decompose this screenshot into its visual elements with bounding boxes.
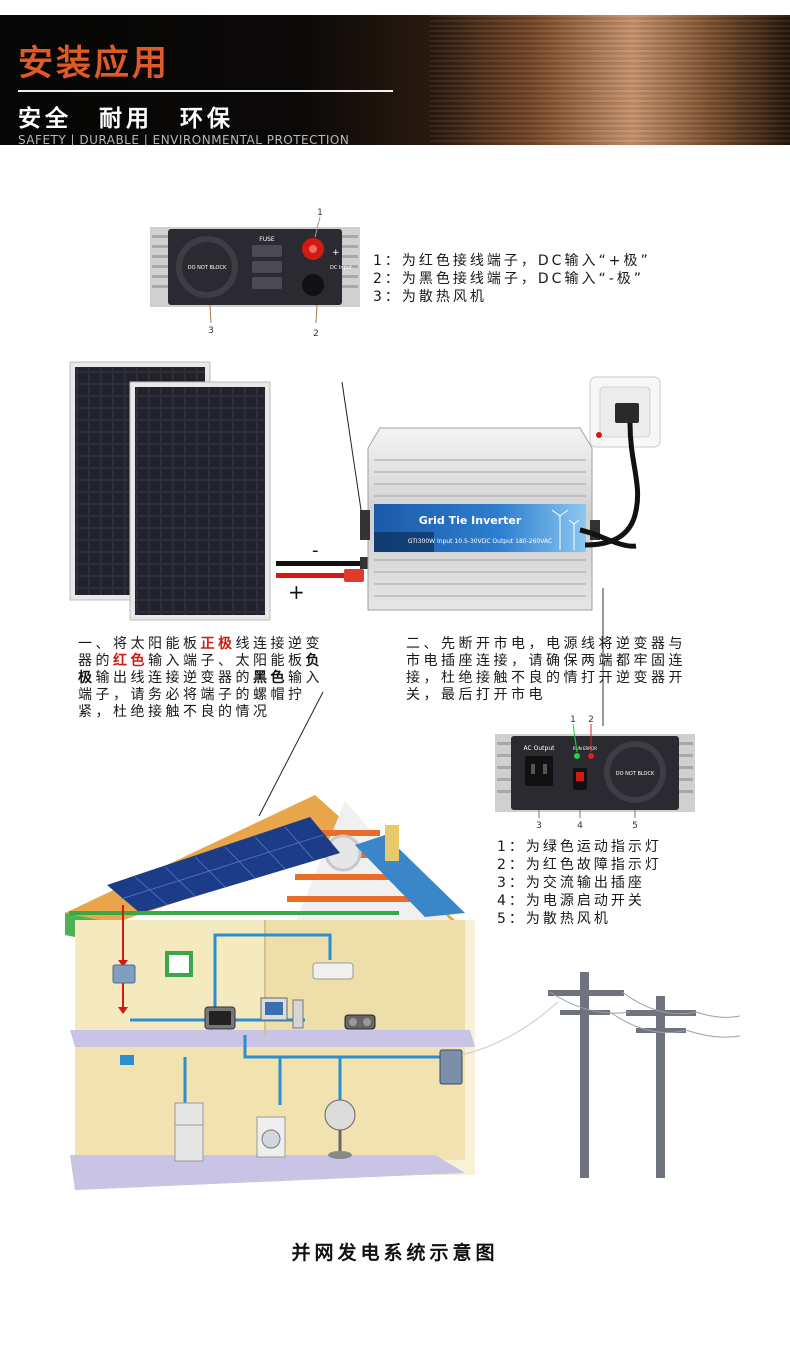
inverter-illustration: Grid Tie Inverter GTI300W Input 10.5-30V… (360, 427, 600, 611)
grid-connection-line (461, 1001, 559, 1056)
middle-floor-slab (70, 1030, 475, 1047)
solar-panels-illustration (69, 361, 271, 621)
plus-sign: + (288, 580, 305, 604)
callout-2: 2 (313, 329, 319, 339)
page-title: 安装应用 (18, 44, 171, 84)
step-one-text: 一、将太阳能板正极线连接逆变器的红色输入端子、太阳能板负极输出线连接逆变器的黑色… (78, 636, 323, 720)
title-divider (18, 90, 393, 92)
callout-5: 5 (632, 821, 638, 831)
ac-output-label: AC Output (524, 745, 556, 752)
do-not-block-label: DO NOT BLOCK (188, 265, 227, 271)
fuse-slot (252, 261, 282, 273)
note-line: 3：为交流输出插座 (497, 875, 645, 891)
callout-2: 2 (588, 715, 594, 725)
note-line: 4：为电源启动开关 (497, 893, 645, 909)
dc-input-panel-illustration: DO NOT BLOCK FUSE + DC Input 1 2 3 (150, 208, 360, 339)
fan-icon (604, 741, 666, 803)
roof-leader-line (258, 691, 324, 817)
plug-icon (615, 403, 639, 423)
fuse-slot (252, 245, 282, 257)
leader-line (341, 381, 365, 531)
chimney (385, 825, 399, 861)
note-line: 1：为红色接线端子，DC输入“+极” (373, 253, 651, 269)
electricity-meter-icon (439, 1049, 463, 1085)
wall-socket-illustration (584, 376, 661, 548)
page-subtitle: 安全 耐用 环保 (18, 106, 234, 132)
minus-sign: - (312, 540, 319, 561)
note-line: 5：为散热风机 (497, 911, 611, 927)
red-connector (344, 569, 364, 582)
ac-socket-icon (525, 756, 553, 786)
inverter-output-cable (579, 527, 637, 549)
inverter-icon (112, 964, 136, 984)
panel-fins (152, 235, 358, 288)
green-indicator-icon (574, 753, 580, 759)
callout-3: 3 (208, 326, 214, 336)
negative-wire (276, 561, 364, 566)
meter-box-icon (120, 1055, 134, 1065)
air-conditioner-icon (312, 962, 354, 980)
inverter-spec: GTI300W Input 10.5-30VDC Output 180-260V… (408, 538, 552, 545)
picture-frame-icon (165, 951, 193, 977)
english-tagline: SAFETY | DURABLE | ENVIRONMENTAL PROTECT… (18, 133, 350, 145)
black-terminal-highlight: 黑色 (253, 670, 288, 686)
do-not-block-label: DO NOT BLOCK (616, 771, 655, 777)
callout-1: 1 (570, 715, 576, 725)
roof-trim (69, 911, 399, 915)
positive-wire (276, 573, 346, 578)
ac-panel-notes: 1：为绿色运动指示灯 2：为红色故障指示灯 3：为交流输出插座 4：为电源启动开… (497, 838, 662, 928)
run-error-label: RUN ERROR (573, 746, 597, 751)
positive-pole-highlight: 正极 (200, 636, 236, 652)
fuse-label: FUSE (259, 236, 275, 243)
ground-floor-slab (70, 1155, 465, 1190)
red-terminal-highlight: 红色 (113, 653, 148, 669)
inverter-title: Grid Tie Inverter (419, 514, 522, 527)
header-banner: 安装应用 安全 耐用 环保 SAFETY | DURABLE | ENVIRON… (0, 15, 790, 145)
refrigerator-icon (174, 1102, 204, 1162)
power-lines (549, 991, 741, 1038)
callout-4: 4 (577, 821, 583, 831)
diagram-caption: 并网发电系统示意图 (291, 1242, 499, 1264)
roof-side (355, 835, 465, 917)
lower-floor (75, 1045, 465, 1160)
brushed-metal-texture (430, 15, 790, 145)
callout-3: 3 (536, 821, 542, 831)
power-poles-illustration (548, 972, 741, 1178)
dc-wires (276, 557, 370, 582)
note-line: 2：为黑色接线端子，DC输入“-极” (373, 271, 645, 287)
panel-face (511, 736, 679, 810)
svg-text:+: + (332, 248, 340, 258)
power-cable (584, 422, 641, 548)
dc-terminal-notes: 1：为红色接线端子，DC输入“+极” 2：为黑色接线端子，DC输入“-极” 3：… (373, 252, 651, 306)
step-two-text: 二、先断开市电，电源线将逆变器与市电插座连接，请确保两端都牢固连接，杜绝接触不良… (406, 636, 686, 703)
fan-icon (176, 236, 238, 298)
utility-pole (548, 972, 624, 1178)
red-indicator-icon (588, 753, 594, 759)
note-line: 1：为绿色运动指示灯 (497, 839, 662, 855)
roof-solar-panel (107, 817, 340, 913)
upper-right-room (265, 920, 465, 1035)
heatsink-fins (374, 459, 586, 597)
fan-icon (324, 1099, 356, 1131)
ac-leader-line (602, 588, 604, 726)
note-line: 2：为红色故障指示灯 (497, 857, 662, 873)
fuse-slot (252, 277, 282, 289)
upper-left-room (75, 920, 265, 1035)
wind-turbine-icon (551, 509, 580, 550)
black-terminal-icon (302, 274, 324, 296)
utility-pole (626, 996, 696, 1178)
note-line: 3：为散热风机 (373, 289, 487, 305)
ac-output-panel-illustration: AC Output RUN ERROR DO NOT BLOCK 1 2 3 4… (495, 715, 695, 831)
negative-pole-highlight: 负极 (78, 653, 323, 686)
dc-input-label: DC Input (330, 265, 352, 271)
house-illustration (65, 795, 475, 1190)
callout-1: 1 (317, 208, 323, 218)
